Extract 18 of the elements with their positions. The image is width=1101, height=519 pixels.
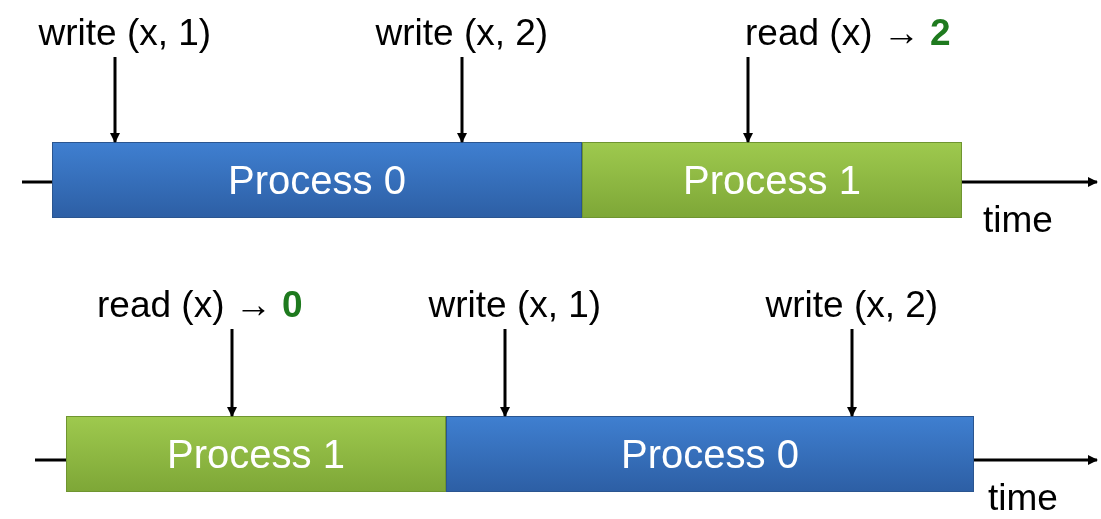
operation-label: read (x) → 0: [97, 282, 303, 328]
operation-label: write (x, 1): [38, 10, 212, 56]
arrow: [500, 329, 510, 417]
arrow: [743, 57, 753, 143]
operation-label: read (x) → 2: [745, 10, 951, 56]
operation-label: write (x, 2): [375, 10, 549, 56]
process-bar: Process 1: [66, 416, 446, 492]
process-bar: Process 0: [52, 142, 582, 218]
process-bar: Process 1: [582, 142, 962, 218]
operation-label: write (x, 1): [428, 282, 602, 328]
process-bar: Process 0: [446, 416, 974, 492]
operation-label: write (x, 2): [765, 282, 939, 328]
axis-label: time: [988, 476, 1058, 519]
arrow: [110, 57, 120, 143]
arrow: [847, 329, 857, 417]
arrow: [227, 329, 237, 417]
arrow: [457, 57, 467, 143]
axis-label: time: [983, 198, 1053, 242]
